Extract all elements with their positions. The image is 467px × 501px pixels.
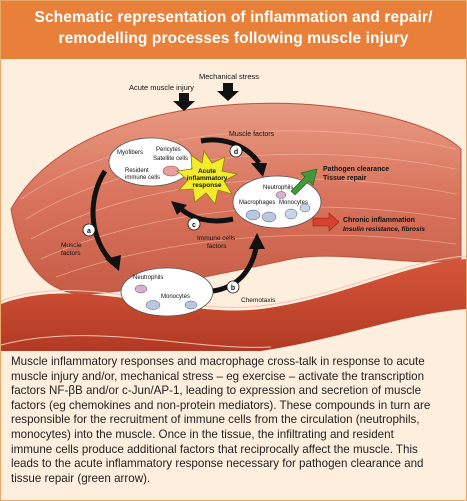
caption-line: Muscle inflammatory responses and macrop… bbox=[11, 355, 425, 368]
center-label-1: Acute bbox=[198, 168, 216, 175]
circulation-neutrophils-label: Neutrophils bbox=[133, 275, 163, 281]
step-c-label: c bbox=[192, 222, 196, 229]
vessel-wall bbox=[0, 255, 467, 348]
muscle-factors-down-arrow bbox=[90, 169, 115, 265]
chemotaxis-arrow bbox=[212, 242, 260, 294]
muscle-factors-top-label: Muscle factors bbox=[229, 131, 275, 138]
infiltrate-macrophages-label: Macrophages bbox=[239, 200, 275, 206]
muscle-factors-left-label-2: factors bbox=[61, 250, 81, 257]
pathogen-clearance-arrow bbox=[290, 168, 318, 196]
diagram-svg: Acute muscle injury Mechanical stress My… bbox=[0, 72, 467, 351]
immune-cell-icons bbox=[245, 191, 311, 223]
acute-injury-arrow bbox=[173, 93, 195, 111]
step-b-badge bbox=[226, 280, 240, 294]
title-banner: Schematic representation of inflammation… bbox=[1, 1, 466, 59]
caption-line: immune cells produce additional factors … bbox=[11, 442, 418, 456]
caption-line: muscle injury and/or, mechanical stress … bbox=[11, 369, 425, 383]
step-b-label: b bbox=[231, 285, 235, 292]
myofibers-label: Myofibers bbox=[117, 150, 143, 156]
step-d-label: d bbox=[234, 149, 238, 156]
resident-immune-label-1: Resident bbox=[125, 168, 149, 174]
caption-line: responsible for the recruitment of immun… bbox=[11, 413, 420, 427]
caption-line: monocytes) into the muscle. Once in the … bbox=[11, 427, 394, 441]
muscle-factors-arrow bbox=[200, 137, 262, 165]
mechanical-stress-arrow bbox=[217, 83, 239, 101]
center-label-2: inflammatory bbox=[187, 175, 228, 182]
immune-factors-arrowhead bbox=[171, 201, 187, 215]
infiltrate-neutrophils-label: Neutrophils bbox=[263, 185, 293, 191]
caption-line: factors NF-βB and/or c-Jun/AP-1, leading… bbox=[11, 384, 422, 398]
blood-vessel bbox=[1, 259, 466, 351]
step-a-badge bbox=[82, 223, 96, 237]
muscle-factors-arrowhead bbox=[251, 163, 267, 177]
circulation-monocytes-label: Monocytes bbox=[161, 294, 190, 300]
immune-factors-label-2: factors bbox=[207, 243, 227, 250]
muscle-factors-down-arrowhead bbox=[105, 255, 121, 271]
outcome-bad-label-1: Chronic inflammation bbox=[343, 217, 415, 224]
pericytes-label: Pericytes bbox=[156, 147, 181, 153]
infiltrate-monocytes-label: Monocytes bbox=[279, 200, 308, 206]
title-line-1: Schematic representation of inflammation… bbox=[34, 9, 433, 26]
caption-line: tissue repair (green arrow). bbox=[11, 471, 151, 485]
outcome-good-label-2: Tissue repair bbox=[323, 175, 367, 182]
muscle-factors-left-label-1: Muscle bbox=[61, 242, 82, 249]
acute-injury-label: Acute muscle injury bbox=[129, 83, 194, 92]
step-c-badge bbox=[187, 217, 201, 231]
mechanical-stress-label: Mechanical stress bbox=[199, 72, 259, 81]
caption-line: factors (eg chemokines and non-protein m… bbox=[11, 398, 431, 412]
step-d-badge bbox=[229, 144, 243, 158]
circulating-cell-icons bbox=[134, 284, 198, 310]
inflammation-diagram: Acute muscle injury Mechanical stress My… bbox=[0, 59, 467, 351]
chemotaxis-arrowhead bbox=[249, 233, 265, 249]
step-a-label: a bbox=[87, 228, 91, 235]
title-line-2: remodelling processes following muscle i… bbox=[58, 30, 409, 47]
center-label-3: response bbox=[193, 182, 222, 189]
caption-line: leads to the acute inflammatory response… bbox=[11, 457, 424, 471]
chemotaxis-label: Chemotaxis bbox=[241, 297, 276, 304]
resident-immune-label-2: immune cells bbox=[125, 175, 160, 181]
figure-caption: Muscle inflammatory responses and macrop… bbox=[11, 355, 459, 486]
immune-factors-label-1: Immune cells bbox=[197, 235, 236, 242]
satellite-cells-label: Satellite cells bbox=[153, 156, 188, 162]
immune-factors-arrow bbox=[177, 205, 234, 224]
outcome-good-label-1: Pathogen clearance bbox=[323, 166, 389, 173]
outcome-bad-label-2: Insulin resistance, fibrosis bbox=[343, 226, 425, 233]
chronic-inflammation-arrow bbox=[312, 212, 340, 232]
acute-inflammatory-response-star bbox=[176, 149, 239, 205]
